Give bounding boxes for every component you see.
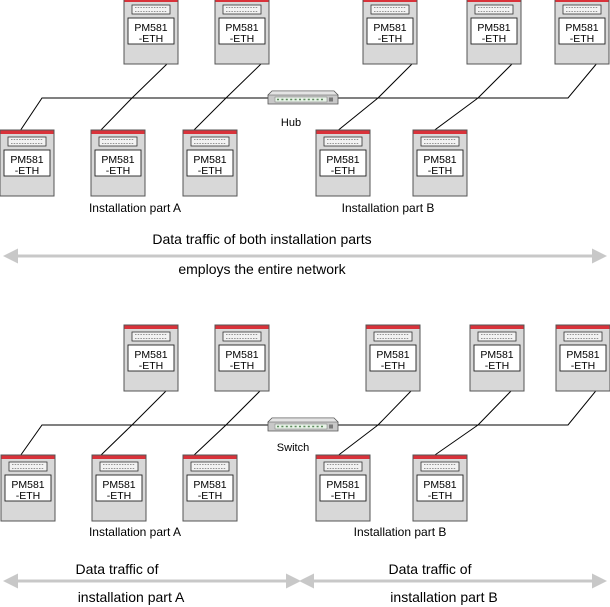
plc-label-line2: -ETH	[230, 33, 255, 45]
plc-label-line2: -ETH	[331, 165, 356, 177]
hub-drop-wire	[335, 97, 379, 133]
switch-drop-wire	[225, 388, 263, 426]
plc-label-line2: -ETH	[139, 33, 164, 45]
plc-module-icon: PM581 -ETH	[123, 324, 179, 392]
plc-module-icon: PM581 -ETH	[182, 129, 238, 197]
switch-traffic-a-line1: Data traffic of	[75, 561, 158, 577]
switch-part-b-label: Installation part B	[354, 525, 447, 539]
plc-module-icon: PM581 -ETH	[91, 454, 147, 522]
plc-module-icon: PM581 -ETH	[554, 0, 610, 65]
plc-module-icon: PM581 -ETH	[362, 0, 418, 65]
switch-bus-wire	[17, 424, 268, 460]
plc-label-line1: PM581	[193, 479, 226, 491]
plc-label-line1: PM581	[480, 349, 513, 361]
plc-label-line1: PM581	[101, 154, 134, 166]
plc-label-line1: PM581	[225, 349, 258, 361]
plc-label-line2: -ETH	[107, 490, 132, 502]
plc-module-icon: PM581 -ETH	[0, 454, 56, 522]
plc-label-line2: -ETH	[198, 165, 223, 177]
plc-label-line2: -ETH	[482, 33, 507, 45]
hub-bus-wire-right	[336, 49, 609, 99]
hub-drop-wire	[98, 97, 133, 133]
switch-section: PM581 -ETH PM581 -ETH PM581 -ETH PM581 -…	[0, 324, 610, 605]
plc-label-line1: PM581	[134, 349, 167, 361]
plc-module-icon: PM581 -ETH	[0, 129, 55, 197]
hub-drop-wire	[377, 62, 414, 99]
plc-label-line2: -ETH	[571, 360, 596, 372]
hub-part-a-label: Installation part A	[89, 201, 181, 215]
switch-bus-wire-right	[336, 375, 609, 426]
plc-label-line1: PM581	[423, 154, 456, 166]
plc-module-icon: PM581 -ETH	[182, 454, 238, 522]
plc-module-icon: PM581 -ETH	[214, 0, 270, 65]
plc-label-line1: PM581	[102, 479, 135, 491]
hub-bus-wire	[17, 97, 268, 135]
hub-drop-wire	[225, 62, 263, 99]
plc-module-icon: PM581 -ETH	[412, 129, 468, 197]
hub-part-b-label: Installation part B	[342, 201, 435, 215]
switch-drop-wire	[335, 424, 379, 458]
plc-label-line1: PM581	[373, 22, 406, 34]
hub-section: PM581 -ETH PM581 -ETH PM581 -ETH PM581 -…	[0, 0, 610, 277]
plc-label-line2: -ETH	[16, 490, 41, 502]
plc-label-line2: -ETH	[106, 165, 131, 177]
plc-label-line2: -ETH	[485, 360, 510, 372]
hub-traffic-line2: employs the entire network	[178, 261, 346, 277]
plc-label-line1: PM581	[326, 479, 359, 491]
switch-drop-wire	[131, 388, 169, 426]
plc-label-line2: -ETH	[15, 165, 40, 177]
plc-module-icon: PM581 -ETH	[315, 454, 371, 522]
hub-label: Hub	[281, 117, 301, 129]
switch-traffic-b-line1: Data traffic of	[388, 561, 471, 577]
plc-label-line1: PM581	[193, 154, 226, 166]
plc-label-line1: PM581	[10, 154, 43, 166]
network-switch-icon	[267, 417, 339, 432]
plc-module-icon: PM581 -ETH	[90, 129, 146, 197]
hub-drop-wire	[431, 97, 479, 133]
plc-label-line1: PM581	[326, 154, 359, 166]
switch-drop-wire	[98, 424, 133, 458]
plc-label-line2: -ETH	[230, 360, 255, 372]
switch-drop-wire	[377, 388, 414, 426]
plc-label-line1: PM581	[225, 22, 258, 34]
plc-label-line2: -ETH	[428, 165, 453, 177]
plc-label-line1: PM581	[565, 22, 598, 34]
plc-label-line2: -ETH	[428, 490, 453, 502]
switch-traffic-b-line2: installation part B	[390, 589, 497, 605]
plc-label-line1: PM581	[376, 349, 409, 361]
plc-label-line1: PM581	[11, 479, 44, 491]
plc-label-line1: PM581	[423, 479, 456, 491]
plc-label-line2: -ETH	[331, 490, 356, 502]
plc-label-line2: -ETH	[570, 33, 595, 45]
plc-label-line1: PM581	[566, 349, 599, 361]
switch-traffic-a-line2: installation part A	[78, 589, 185, 605]
plc-label-line1: PM581	[477, 22, 510, 34]
plc-label-line2: -ETH	[378, 33, 403, 45]
switch-drop-wire	[477, 388, 514, 426]
plc-label-line1: PM581	[134, 22, 167, 34]
plc-module-icon: PM581 -ETH	[365, 324, 421, 392]
plc-label-line2: -ETH	[198, 490, 223, 502]
switch-label: Switch	[277, 442, 309, 454]
hub-drop-wire	[131, 62, 169, 99]
plc-module-icon: PM581 -ETH	[123, 0, 179, 65]
hub-drop-wire	[477, 62, 514, 99]
plc-label-line2: -ETH	[139, 360, 164, 372]
switch-part-a-label: Installation part A	[89, 525, 181, 539]
plc-module-icon: PM581 -ETH	[315, 129, 371, 197]
network-hub-icon	[267, 90, 339, 105]
plc-label-line2: -ETH	[381, 360, 406, 372]
plc-module-icon: PM581 -ETH	[555, 324, 610, 392]
switch-drop-wire	[191, 424, 227, 458]
plc-module-icon: PM581 -ETH	[412, 454, 468, 522]
hub-traffic-line1: Data traffic of both installation parts	[152, 231, 371, 247]
plc-module-icon: PM581 -ETH	[466, 0, 522, 65]
switch-drop-wire	[431, 424, 479, 458]
hub-drop-wire	[191, 97, 227, 133]
plc-module-icon: PM581 -ETH	[469, 324, 525, 392]
plc-module-icon: PM581 -ETH	[214, 324, 270, 392]
